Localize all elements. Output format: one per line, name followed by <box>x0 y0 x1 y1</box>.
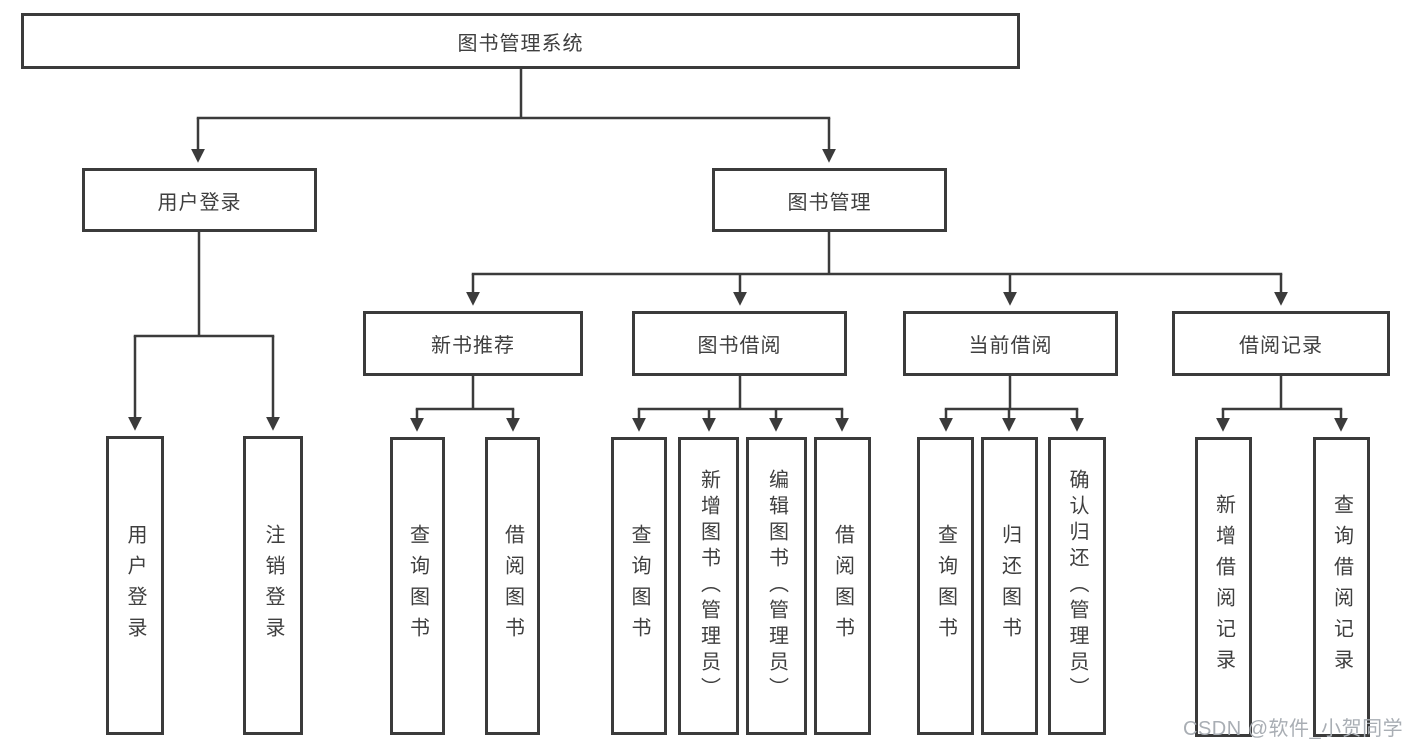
node-borrow-records: 借阅记录 <box>1172 311 1390 376</box>
leaf-label: 编辑图书（管理员） <box>765 469 788 703</box>
leaf-label: 查询借阅记录 <box>1330 494 1353 680</box>
node-book-borrow: 图书借阅 <box>632 311 847 376</box>
leaf-borrow-books-recommend: 借阅图书 <box>485 437 540 735</box>
node-label: 图书管理 <box>787 191 872 214</box>
leaf-user-login: 用户登录 <box>106 436 164 735</box>
leaf-query-books-current: 查询图书 <box>917 437 974 735</box>
node-label: 用户登录 <box>157 191 242 214</box>
leaf-query-books-borrow: 查询图书 <box>611 437 667 735</box>
node-label: 新书推荐 <box>431 335 515 357</box>
node-label: 当前借阅 <box>968 335 1053 357</box>
node-book-management: 图书管理 <box>712 168 947 232</box>
leaf-borrow-books: 借阅图书 <box>814 437 871 735</box>
node-current-borrow: 当前借阅 <box>903 311 1118 376</box>
leaf-label: 确认归还（管理员） <box>1066 469 1088 703</box>
leaf-logout: 注销登录 <box>243 436 303 735</box>
node-root: 图书管理系统 <box>21 13 1020 69</box>
leaf-label: 新增借阅记录 <box>1212 494 1235 680</box>
leaf-label: 查询图书 <box>934 524 957 648</box>
node-label: 图书借阅 <box>697 335 782 357</box>
leaf-add-book-admin: 新增图书（管理员） <box>678 437 739 735</box>
leaf-query-borrow-record: 查询借阅记录 <box>1313 437 1370 737</box>
leaf-label: 注销登录 <box>262 523 284 648</box>
leaf-label: 用户登录 <box>124 523 146 648</box>
watermark: CSDN @软件_小贺同学 <box>1183 718 1404 740</box>
node-user-login: 用户登录 <box>82 168 317 232</box>
leaf-add-borrow-record: 新增借阅记录 <box>1195 437 1252 737</box>
leaf-label: 归还图书 <box>998 524 1021 648</box>
leaf-edit-book-admin: 编辑图书（管理员） <box>746 437 807 735</box>
leaf-confirm-return-admin: 确认归还（管理员） <box>1048 437 1106 735</box>
node-label: 借阅记录 <box>1239 335 1323 357</box>
leaf-query-books-recommend: 查询图书 <box>390 437 445 735</box>
node-label: 图书管理系统 <box>457 32 584 55</box>
node-new-book-recommend: 新书推荐 <box>363 311 583 376</box>
leaf-label: 查询图书 <box>406 524 429 648</box>
leaf-label: 新增图书（管理员） <box>697 469 720 703</box>
leaf-label: 借阅图书 <box>501 524 524 648</box>
leaf-label: 借阅图书 <box>831 524 854 648</box>
leaf-label: 查询图书 <box>628 524 650 648</box>
leaf-return-book: 归还图书 <box>981 437 1038 735</box>
